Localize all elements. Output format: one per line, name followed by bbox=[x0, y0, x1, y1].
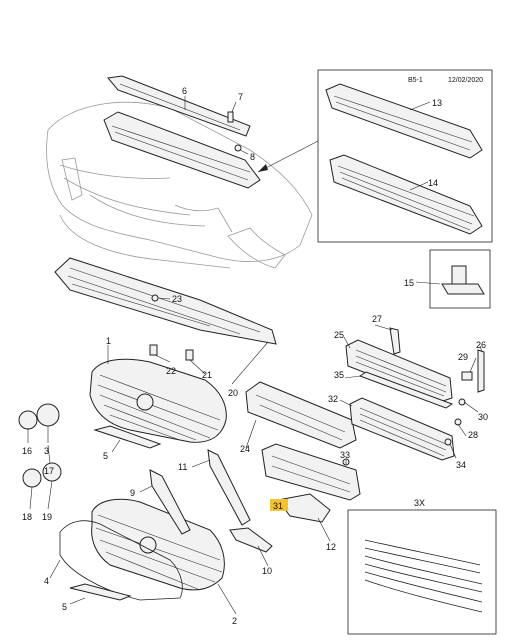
callout-25: 25 bbox=[334, 330, 344, 340]
callout-24: 24 bbox=[240, 444, 250, 454]
part-12-duct-trim bbox=[277, 493, 331, 523]
callout-22: 22 bbox=[166, 366, 176, 376]
callout-1: 1 bbox=[106, 336, 111, 346]
callout-10: 10 bbox=[262, 566, 272, 576]
detail-arrow bbox=[257, 139, 321, 173]
callout-9: 9 bbox=[130, 488, 135, 498]
side-trims bbox=[149, 449, 273, 553]
callout-2: 2 bbox=[232, 616, 237, 626]
part-32-shutter-lower bbox=[349, 397, 455, 461]
callout-6: 6 bbox=[182, 86, 187, 96]
callout-13: 13 bbox=[432, 98, 442, 108]
callout-18: 18 bbox=[22, 512, 32, 522]
callout-4: 4 bbox=[44, 576, 49, 586]
callout-32: 32 bbox=[328, 394, 338, 404]
callout-17: 17 bbox=[44, 466, 54, 476]
callout-8: 8 bbox=[250, 152, 255, 162]
callout-5a: 5 bbox=[103, 451, 108, 461]
emblems bbox=[18, 403, 62, 488]
callout-7: 7 bbox=[238, 92, 243, 102]
callout-26: 26 bbox=[476, 340, 486, 350]
callout-11: 11 bbox=[178, 462, 187, 472]
part-31-lower-duct bbox=[261, 443, 361, 501]
detail-15-clip bbox=[429, 249, 491, 309]
callout-14: 14 bbox=[428, 178, 438, 188]
detail-quantity: 3X bbox=[414, 498, 425, 508]
bumper-outline bbox=[46, 101, 313, 269]
leader-lines bbox=[27, 96, 483, 615]
detail-3x-box bbox=[347, 509, 497, 635]
callout-5b: 5 bbox=[62, 602, 67, 612]
page-code: B5-1 bbox=[408, 77, 423, 84]
part-4-grille-frame bbox=[59, 520, 183, 601]
callout-31: 31 bbox=[273, 501, 283, 511]
part-24-air-guide bbox=[245, 381, 357, 449]
callout-33: 33 bbox=[340, 450, 350, 460]
callout-34: 34 bbox=[456, 460, 466, 470]
callouts: 6 7 8 13 14 15 23 1 22 21 20 27 25 26 29… bbox=[22, 86, 488, 626]
part-5-chrome-strip-upper bbox=[93, 425, 162, 449]
clips-21-22-23 bbox=[149, 294, 194, 361]
fastener-7 bbox=[227, 111, 234, 123]
callout-19: 19 bbox=[42, 512, 52, 522]
actuator-parts bbox=[342, 327, 485, 466]
callout-23: 23 bbox=[172, 294, 182, 304]
part-5-chrome-strip-lower bbox=[69, 583, 132, 601]
callout-35: 35 bbox=[334, 370, 344, 380]
callout-28: 28 bbox=[468, 430, 478, 440]
callout-20: 20 bbox=[228, 388, 238, 398]
fastener-8 bbox=[234, 144, 242, 152]
diagram-date: 12/02/2020 bbox=[448, 77, 483, 84]
part-25-shutter-upper bbox=[345, 339, 453, 403]
part-1-radiator-grille bbox=[89, 358, 227, 443]
callout-21: 21 bbox=[202, 370, 212, 380]
callout-30: 30 bbox=[478, 412, 488, 422]
part-20-lower-support bbox=[54, 257, 277, 345]
callout-12: 12 bbox=[326, 542, 336, 552]
upper-grille-installed bbox=[103, 111, 261, 189]
callout-15: 15 bbox=[404, 278, 414, 288]
callout-27: 27 bbox=[372, 314, 382, 324]
detail-box bbox=[317, 69, 493, 243]
part-35-seal bbox=[358, 371, 454, 409]
part-6-upper-trim-strip bbox=[107, 75, 251, 137]
callout-31-highlight bbox=[270, 499, 288, 511]
part-3-lower-grille bbox=[91, 498, 225, 591]
callout-16: 16 bbox=[22, 446, 32, 456]
callout-3: 3 bbox=[44, 446, 49, 456]
callout-29: 29 bbox=[458, 352, 468, 362]
